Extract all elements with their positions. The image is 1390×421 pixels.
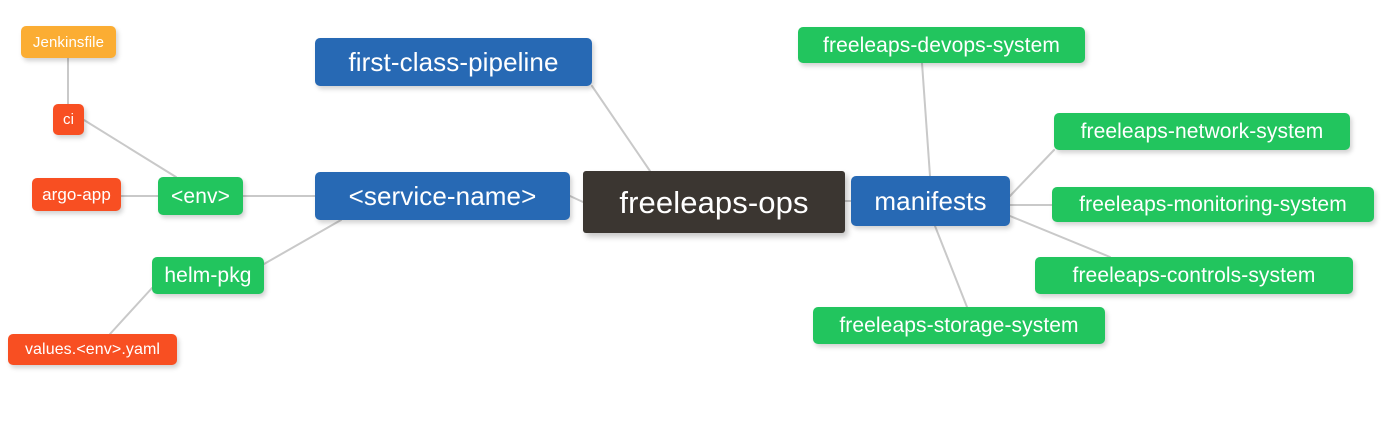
edge-manifests-to-freeleaps-storage-system (934, 225, 968, 308)
node-freeleaps-storage-system[interactable]: freeleaps-storage-system (813, 307, 1105, 344)
edge-freeleaps-ops-to-service-name (569, 195, 584, 203)
node-env[interactable]: <env> (158, 177, 243, 215)
node-freeleaps-devops-system[interactable]: freeleaps-devops-system (798, 27, 1085, 63)
node-first-class-pipeline[interactable]: first-class-pipeline (315, 38, 592, 86)
edge-freeleaps-ops-to-first-class-pipeline (591, 85, 651, 172)
node-manifests[interactable]: manifests (851, 176, 1010, 226)
node-freeleaps-monitoring-system[interactable]: freeleaps-monitoring-system (1052, 187, 1374, 222)
node-freeleaps-controls-system[interactable]: freeleaps-controls-system (1035, 257, 1353, 294)
node-argo-app[interactable]: argo-app (32, 178, 121, 211)
edge-helm-pkg-to-values-env-yaml (109, 287, 153, 335)
node-values-env-yaml[interactable]: values.<env>.yaml (8, 334, 177, 365)
edge-manifests-to-freeleaps-controls-system (1009, 215, 1111, 258)
edge-manifests-to-freeleaps-devops-system (921, 62, 931, 177)
edge-env-to-ci (83, 119, 177, 178)
node-helm-pkg[interactable]: helm-pkg (152, 257, 264, 294)
node-freeleaps-ops[interactable]: freeleaps-ops (583, 171, 845, 233)
node-ci[interactable]: ci (53, 104, 84, 135)
node-freeleaps-network-system[interactable]: freeleaps-network-system (1054, 113, 1350, 150)
node-jenkinsfile[interactable]: Jenkinsfile (21, 26, 116, 58)
edge-manifests-to-freeleaps-network-system (1009, 149, 1055, 197)
node-service-name[interactable]: <service-name> (315, 172, 570, 220)
edge-service-name-to-helm-pkg (263, 219, 342, 265)
